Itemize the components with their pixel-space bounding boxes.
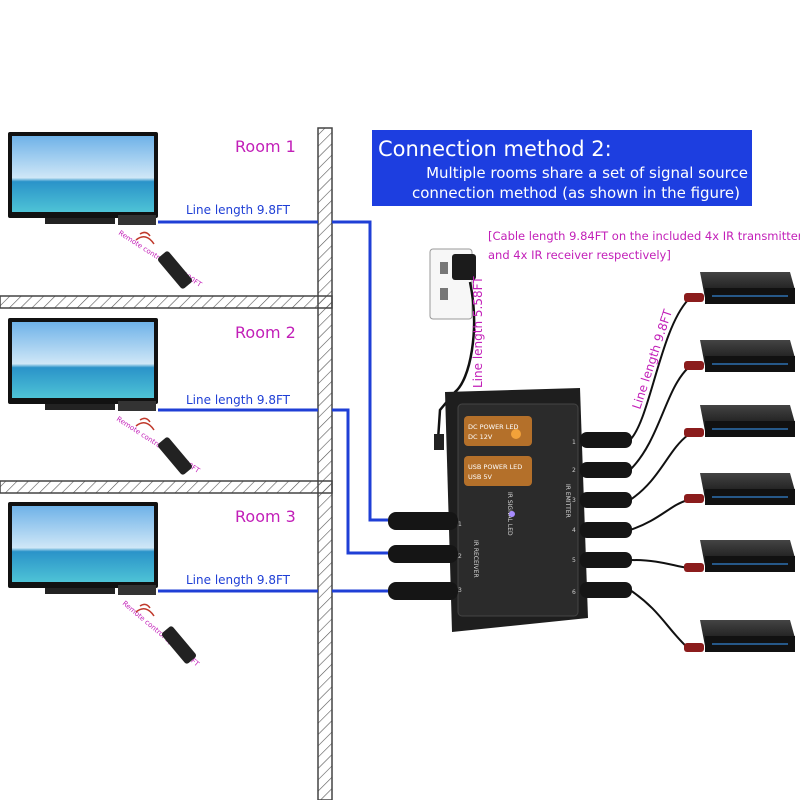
room-3: Room 3 Line length 9.8FT Remote control … [8, 502, 318, 669]
receiver-cables [332, 220, 388, 593]
dvd-player-5 [684, 540, 795, 572]
ir-emitter-label: IR EMITTER [564, 484, 571, 518]
emitter-cable-3 [629, 434, 689, 501]
power-adapter [452, 254, 476, 280]
dc-power-led [511, 429, 521, 439]
emitter-jack-1 [580, 432, 632, 448]
tv-2-stand [45, 404, 115, 410]
dvd-player-3 [684, 405, 795, 437]
set-top-box-2 [118, 401, 156, 411]
tv-2-screen [12, 322, 154, 398]
dc-plug [434, 434, 444, 450]
ir-receiver-label: IR RECEIVER [472, 540, 479, 578]
emitter-cable-2 [629, 367, 689, 471]
room-1-label: Room 1 [235, 137, 296, 156]
set-top-box-1 [118, 215, 156, 225]
emitter-jack-5 [580, 552, 632, 568]
room-2-line-length: Line length 9.8FT [186, 393, 291, 407]
emitter-line-length: Line length 9.8FT [630, 307, 676, 411]
tv-1-stand [45, 218, 115, 224]
dc-volt-label: DC 12V [468, 433, 493, 441]
title-heading: Connection method 2: [378, 137, 612, 161]
title-line-2: connection method (as shown in the figur… [412, 184, 740, 202]
dc-led-label: DC POWER LED [468, 423, 519, 431]
title-box: Connection method 2: Multiple rooms shar… [372, 130, 752, 206]
emitter-port-5-label: 5 [572, 557, 576, 564]
power-line-length: Line length 5.58FT [471, 276, 485, 388]
room-2-label: Room 2 [235, 323, 296, 342]
remote-3 [162, 626, 196, 664]
cable-note-line-1: [Cable length 9.84FT on the included 4x … [488, 229, 800, 243]
emitter-port-1-label: 1 [572, 439, 576, 446]
emitter-cables [629, 299, 689, 649]
receiver-jack-1 [388, 512, 458, 530]
ir-emitter-head [684, 293, 704, 302]
emitter-cable-6 [629, 589, 689, 649]
tv-1-screen [12, 136, 154, 212]
receiver-jack-3 [388, 582, 458, 600]
room-3-label: Room 3 [235, 507, 296, 526]
ir-emitter-head [684, 428, 704, 437]
ir-waves-3-icon [135, 603, 155, 617]
usb-volt-label: USB 5V [468, 473, 493, 481]
ir-emitter-head [684, 643, 704, 652]
emitter-port-4-label: 4 [572, 527, 576, 534]
socket-slot [440, 262, 448, 274]
emitter-cable-1 [629, 299, 689, 441]
dvd-player-4 [684, 473, 795, 505]
ir-emitter-head [684, 494, 704, 503]
vertical-wall [317, 127, 333, 800]
floor-divider-2 [0, 480, 333, 494]
ir-emitter-head [684, 361, 704, 370]
dc-led-panel [464, 416, 532, 446]
emitter-cable-4 [629, 499, 689, 531]
cable-room-1 [332, 220, 388, 522]
ir-waves-1-icon [135, 231, 155, 245]
ir-signal-led [509, 511, 515, 517]
dvd-player-2 [684, 340, 795, 372]
floor-divider-1 [0, 295, 333, 309]
room-2: Room 2 Line length 9.8FT Remote control … [8, 318, 318, 475]
tv-3-stand [45, 588, 115, 594]
dvd-player-6 [684, 620, 795, 652]
ir-repeater-hub: DC POWER LED DC 12V USB POWER LED USB 5V… [445, 388, 588, 632]
room-3-line-length: Line length 9.8FT [186, 573, 291, 587]
cable-note-line-2: and 4x IR receiver respectively] [488, 248, 671, 262]
title-line-1: Multiple rooms share a set of signal sou… [426, 164, 748, 182]
emitter-port-2-label: 2 [572, 467, 576, 474]
emitter-port-3-label: 3 [572, 497, 576, 504]
remote-1 [158, 251, 192, 289]
tv-3-screen [12, 506, 154, 582]
room-1-line-length: Line length 9.8FT [186, 203, 291, 217]
remote-2 [158, 437, 192, 475]
usb-led-label: USB POWER LED [468, 463, 522, 471]
receiver-port-3-label: 3 [458, 587, 462, 594]
set-top-box-3 [118, 585, 156, 595]
receiver-jacks [388, 512, 458, 600]
socket-slot [440, 288, 448, 300]
walls [0, 127, 333, 800]
emitter-jack-3 [580, 492, 632, 508]
dvd-player-1 [684, 272, 795, 304]
title-background [372, 130, 752, 206]
receiver-port-1-label: 1 [458, 521, 462, 528]
emitter-jack-6 [580, 582, 632, 598]
cable-room-2 [332, 408, 388, 555]
dvd-players [684, 272, 795, 652]
ir-emitter-head [684, 563, 704, 572]
ir-waves-2-icon [135, 417, 155, 431]
room-1: Room 1 Line length 9.8FT Remote control … [8, 132, 318, 289]
receiver-jack-2 [388, 545, 458, 563]
emitter-jack-4 [580, 522, 632, 538]
emitter-jack-2 [580, 462, 632, 478]
receiver-port-2-label: 2 [458, 553, 462, 560]
power-outlet: Line length 5.58FT [429, 248, 485, 450]
emitter-jacks [580, 432, 632, 598]
usb-led-panel [464, 456, 532, 486]
emitter-cable-5 [629, 559, 689, 569]
emitter-port-6-label: 6 [572, 589, 576, 596]
